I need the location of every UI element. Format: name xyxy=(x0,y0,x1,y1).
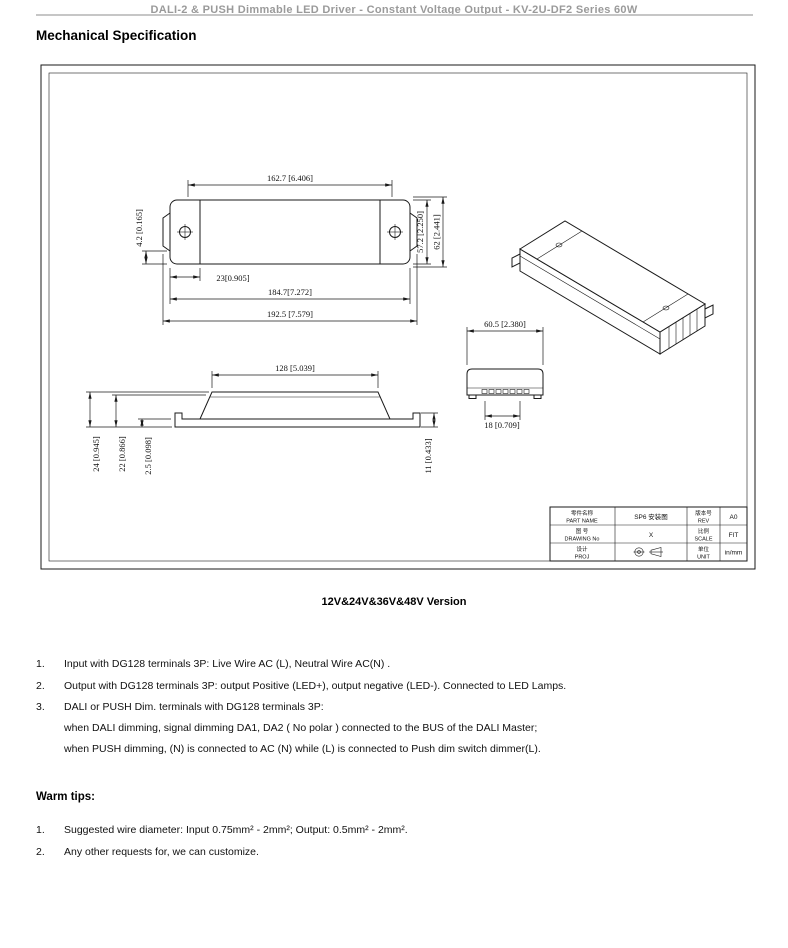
note-item-3-cont-2: when PUSH dimming, (N) is connected to A… xyxy=(36,743,766,755)
note-text: when DALI dimming, signal dimming DA1, D… xyxy=(64,722,538,734)
note-item-3: 3. DALI or PUSH Dim. terminals with DG128… xyxy=(36,701,766,713)
dim-h-base: 2.5 [0.098] xyxy=(143,437,153,475)
doc-header-title: DALI-2 & PUSH Dimmable LED Driver - Cons… xyxy=(150,4,638,14)
proj-label-en: PROJ xyxy=(575,555,590,561)
note-text: when PUSH dimming, (N) is connected to A… xyxy=(64,743,541,755)
dim-ear-offset: 4.2 [0.165] xyxy=(134,209,144,247)
dim-body-length: 184.7[7.272] xyxy=(268,287,312,297)
tip-text: Suggested wire diameter: Input 0.75mm² -… xyxy=(64,824,408,836)
drawing-canvas: 162.7 [6.406] 57.2 [2.250] 62 [2.441] 4.… xyxy=(40,64,756,570)
section-title: Mechanical Specification xyxy=(36,28,197,43)
rev-value: A0 xyxy=(730,514,738,521)
unit-label-cn: 单位 xyxy=(698,545,710,553)
dim-h-body: 22 [0.866] xyxy=(117,436,127,472)
rev-label-en: REV xyxy=(698,519,710,525)
unit-label-en: UNIT xyxy=(697,555,710,561)
scale-label-cn: 比例 xyxy=(698,527,710,535)
unit-value: in/mm xyxy=(725,550,743,557)
dim-total-length: 192.5 [7.579] xyxy=(267,309,313,319)
dim-terminal: 23[0.905] xyxy=(216,273,249,283)
dim-top-width: 162.7 [6.406] xyxy=(267,173,313,183)
part-name-label-cn: 零件名称 xyxy=(571,509,594,517)
drawing-no-label-cn: 图 号 xyxy=(576,527,589,535)
isometric-view xyxy=(511,220,714,355)
note-number: 2. xyxy=(36,680,45,692)
scale-label-en: SCALE xyxy=(694,537,712,543)
version-caption: 12V&24V&36V&48V Version xyxy=(321,596,467,608)
dim-depth: 57.2 [2.250] xyxy=(415,211,425,253)
drawing-border xyxy=(40,64,756,570)
top-view xyxy=(162,199,418,265)
drawing-no-label-en: DRAWING No xyxy=(565,537,600,543)
title-block: 零件名称 PART NAME SP6 安装图 版本号 REV A0 图 号 DR… xyxy=(549,506,748,562)
dim-end-width: 60.5 [2.380] xyxy=(484,319,526,329)
dim-h-total: 24 [0.945] xyxy=(91,436,101,472)
note-text: Output with DG128 terminals 3P: output P… xyxy=(64,680,567,692)
note-item-3-cont-1: when DALI dimming, signal dimming DA1, D… xyxy=(36,722,766,734)
proj-label-cn: 设计 xyxy=(576,545,588,553)
dim-depth-outer: 62 [2.441] xyxy=(432,214,442,250)
mechanical-drawing: 162.7 [6.406] 57.2 [2.250] 62 [2.441] 4.… xyxy=(40,64,756,570)
note-number: 3. xyxy=(36,701,45,713)
projection-symbol xyxy=(633,547,663,557)
doc-header: DALI-2 & PUSH Dimmable LED Driver - Cons… xyxy=(0,0,788,14)
scale-value: FIT xyxy=(729,532,739,539)
tip-number: 2. xyxy=(36,846,45,858)
top-view-dimensions: 162.7 [6.406] 57.2 [2.250] 62 [2.441] 4.… xyxy=(134,173,447,325)
note-text: Input with DG128 terminals 3P: Live Wire… xyxy=(64,658,391,670)
tip-number: 1. xyxy=(36,824,45,836)
header-divider xyxy=(36,14,753,16)
side-view-dimensions: 128 [5.039] 24 [0.945] 22 [0.866] 2.5 [0… xyxy=(86,363,438,475)
tip-text: Any other requests for, we can customize… xyxy=(64,846,259,858)
dim-end-depth: 18 [0.709] xyxy=(484,420,520,430)
dim-side-top: 128 [5.039] xyxy=(275,363,315,373)
note-item-2: 2. Output with DG128 terminals 3P: output… xyxy=(36,680,766,692)
part-name-value: SP6 安装图 xyxy=(634,512,668,521)
note-item-1: 1. Input with DG128 terminals 3P: Live Wi… xyxy=(36,658,766,670)
rev-label-cn: 版本号 xyxy=(695,509,712,517)
end-view-dimensions: 60.5 [2.380] 18 [0.709] xyxy=(466,319,544,430)
warm-tip-1: 1. Suggested wire diameter: Input 0.75mm²… xyxy=(36,824,766,836)
warm-tip-2: 2. Any other requests for, we can customi… xyxy=(36,846,766,858)
part-name-label-en: PART NAME xyxy=(566,519,598,525)
note-number: 1. xyxy=(36,658,45,670)
end-view xyxy=(466,368,544,399)
drawing-no-value: X xyxy=(649,532,654,539)
side-view xyxy=(174,391,421,428)
warm-tips-title: Warm tips: xyxy=(36,791,95,803)
note-text: DALI or PUSH Dim. terminals with DG128 t… xyxy=(64,701,324,713)
dim-h-tab: 11 [0.433] xyxy=(423,438,433,473)
